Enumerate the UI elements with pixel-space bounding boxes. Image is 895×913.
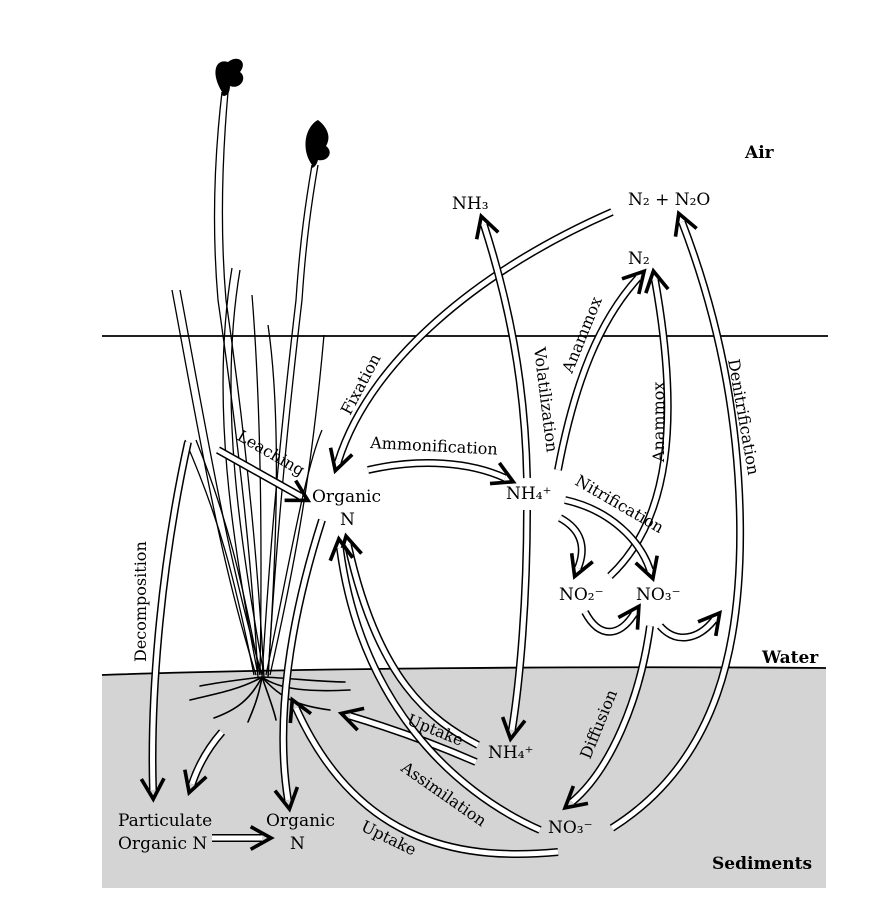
species-n2-n2o: N₂ + N₂O [628, 190, 710, 210]
process-arrows [139, 208, 745, 858]
process-volatilization: Volatilization [530, 345, 562, 453]
species-organic-n-water-line1: Organic [312, 487, 381, 507]
species-organic-n-water-line2: N [340, 510, 355, 530]
species-nh3: NH₃ [452, 194, 489, 214]
zone-sediments-label: Sediments [712, 854, 812, 874]
process-anammox-2: Anammox [649, 382, 668, 463]
species-organic-n-sediment-line2: N [290, 834, 305, 854]
process-decomposition: Decomposition [131, 541, 150, 662]
species-particulate-organic-n-line1: Particulate [118, 811, 212, 831]
species-nh4-sediment: NH₄⁺ [488, 743, 534, 763]
species-no3-water: NO₃⁻ [636, 585, 681, 605]
species-particulate-organic-n-line2: Organic N [118, 834, 207, 854]
plant-roots [189, 676, 351, 723]
species-n2: N₂ [628, 249, 650, 269]
species-no3-sediment: NO₃⁻ [548, 818, 593, 838]
species-no2: NO₂⁻ [559, 585, 604, 605]
species-nh4-water: NH₄⁺ [506, 484, 552, 504]
zone-water-label: Water [761, 648, 819, 668]
process-ammonification: Ammonification [369, 433, 498, 459]
species-organic-n-sediment-line1: Organic [266, 811, 335, 831]
plant-illustration [171, 58, 330, 679]
zone-air-label: Air [744, 143, 775, 163]
